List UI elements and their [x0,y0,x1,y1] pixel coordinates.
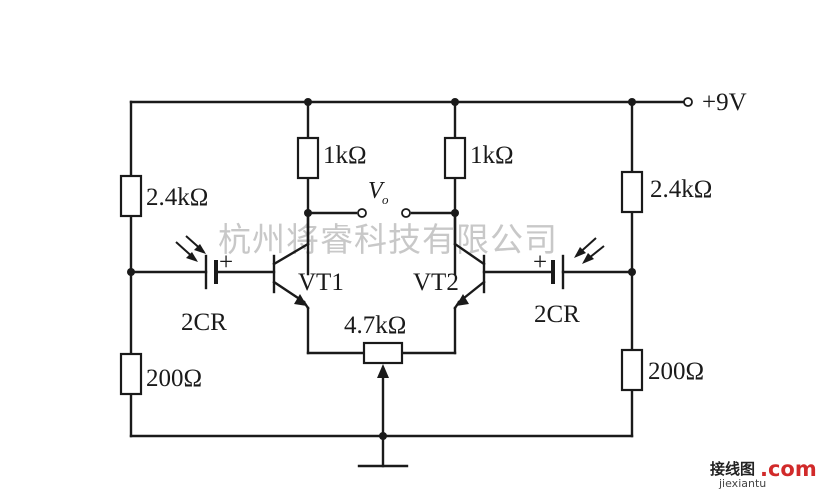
label-left-lower-resistor: 200Ω [146,365,202,392]
label-right-upper-resistor: 2.4kΩ [650,176,712,203]
supply-label: +9V [702,89,747,116]
resistor-right-upper [620,170,644,214]
resistor-right-lower [620,348,644,392]
photocell-right [551,237,605,290]
logo-dotcom-text: .com [760,457,817,481]
supply-terminal [683,97,693,107]
label-transistor-vt2: VT2 [413,269,459,296]
logo-cn-text: 接线图 [710,460,755,478]
light-arrow-icon [186,252,198,262]
light-arrow-icon [194,244,206,254]
resistor-left-upper [119,174,143,218]
output-terminal-left [357,208,367,218]
label-collector-right-resistor: 1kΩ [470,142,514,169]
resistor-collector-right [443,136,467,180]
junction-dots [127,98,636,440]
label-right-lower-resistor: 200Ω [648,358,704,385]
label-photocell-left: 2CR [181,309,227,336]
output-label-subscript: o [382,192,389,207]
watermark-text: 杭州将睿科技有限公司 [218,220,558,259]
label-collector-left-resistor: 1kΩ [323,142,367,169]
light-arrow-icon [574,247,586,258]
emitter-arrow-icon [294,294,307,306]
polarity-right: + [533,249,547,276]
label-emitter-potentiometer: 4.7kΩ [344,312,406,339]
transistor-vt2 [453,211,486,310]
circuit-wires [129,100,687,468]
light-arrow-icon [582,253,594,264]
label-left-upper-resistor: 2.4kΩ [146,184,208,211]
resistor-left-lower [119,352,143,396]
label-transistor-vt1: VT1 [298,269,344,296]
resistor-collector-left [296,136,320,180]
photocell-left [175,235,218,290]
logo-domain-text: jiexiantu [718,477,766,489]
transistor-vt1 [272,211,310,310]
site-logo: 接线图 .com jiexiantu [710,457,817,489]
potentiometer-emitter [362,341,404,365]
output-label: V [368,178,385,204]
polarity-left: + [219,249,233,276]
label-photocell-right: 2CR [534,301,580,328]
output-terminal-right [401,208,411,218]
emitter-arrow-icon [456,294,469,306]
wiper-arrow-icon [377,364,389,378]
